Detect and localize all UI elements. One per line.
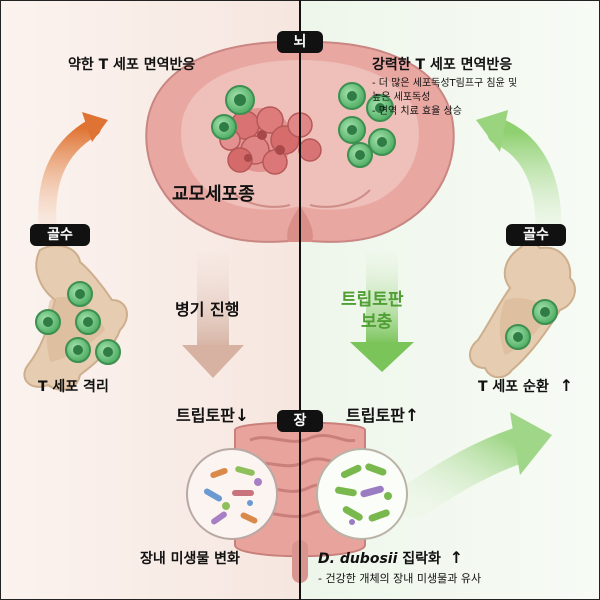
t-cell	[338, 82, 366, 110]
t-cell	[65, 337, 91, 363]
t-cell	[211, 114, 237, 140]
t-cell-circulation-label: T 세포 순환 ↑	[478, 376, 573, 396]
progression-down-arrow	[182, 252, 244, 378]
t-cell	[347, 142, 373, 168]
t-cell-sequestration-label: T 세포 격리	[38, 379, 109, 395]
microbiome-right	[316, 448, 408, 540]
supplement-down-arrow	[350, 252, 414, 372]
glioblastoma-label: 교모세포종	[172, 184, 255, 205]
dubosii-colonization-label: D. dubosii 집락화 ↑	[318, 548, 463, 568]
gut-to-marrow-arrow	[397, 412, 552, 518]
bone-marrow-right-label: 골수	[506, 224, 566, 246]
t-cell-circulation-text: T 세포 순환	[478, 379, 549, 395]
brain-t-cells	[211, 82, 396, 168]
tryptophan-up-text: 트립토판	[346, 406, 405, 425]
tryptophan-down-text: 트립토판	[176, 406, 235, 425]
t-cell	[225, 85, 255, 115]
microbiome-left	[186, 448, 278, 540]
bone-left-t-cells	[35, 281, 121, 365]
t-cell	[35, 309, 61, 335]
up-arrow-icon: ↑	[404, 406, 420, 426]
strong-response-title: 강력한 T 세포 면역반응	[372, 57, 513, 73]
up-arrow-icon: ↑	[559, 376, 574, 395]
t-cell	[95, 339, 121, 365]
t-cell	[366, 94, 394, 122]
gut-label: 장	[277, 410, 323, 432]
weak-response-title: 약한 T 세포 면역반응	[68, 57, 196, 73]
t-cell	[368, 128, 396, 156]
t-cell	[338, 116, 366, 144]
tryptophan-supplement-line-1: 트립토판	[341, 290, 404, 310]
brain-label: 뇌	[277, 31, 323, 53]
bone-marrow-left-label: 골수	[30, 224, 90, 246]
t-cell	[67, 281, 93, 307]
t-cell	[75, 309, 101, 335]
green-curved-arrow	[476, 110, 562, 243]
bone-right-t-cells	[505, 299, 558, 350]
colonization-text: 집락화	[397, 551, 441, 567]
tryptophan-supplement-line-2: 보충	[361, 312, 393, 332]
tryptophan-down-label: 트립토판↓	[176, 402, 249, 426]
strong-response-bullet-1b: 높은 세포독성	[372, 92, 431, 103]
strong-response-bullet-1a: - 더 많은 세포독성T림프구 침윤 및	[372, 78, 518, 89]
strong-response-bullet-2: - 면역 치료 효율 상승	[372, 106, 462, 117]
tryptophan-up-label: 트립토판↑	[346, 402, 419, 426]
dubosii-species: D. dubosii	[318, 551, 398, 567]
up-arrow-icon: ↑	[449, 548, 464, 567]
orange-curved-arrow	[38, 112, 108, 239]
down-arrow-icon: ↓	[234, 406, 250, 426]
disease-progression-label: 병기 진행	[175, 300, 240, 319]
t-cell	[505, 324, 531, 350]
t-cell	[532, 299, 558, 325]
microbiome-change-label: 장내 미생물 변화	[140, 551, 240, 567]
healthy-microbiome-note: - 건강한 개체의 장내 미생물과 유사	[318, 572, 482, 585]
